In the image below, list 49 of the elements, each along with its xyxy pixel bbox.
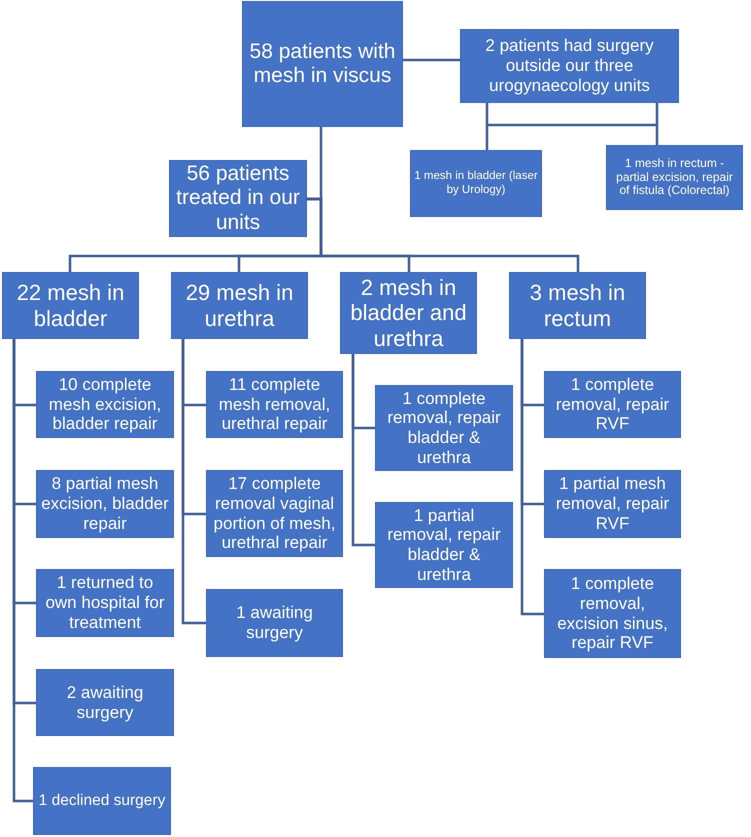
connector-line (520, 339, 544, 616)
process-box (410, 150, 542, 217)
process-box (242, 1, 403, 127)
process-box (36, 569, 174, 637)
box-label: 2 awaiting surgery (66, 682, 144, 722)
process-box (375, 502, 513, 588)
process-box (36, 669, 174, 736)
box-label: 58 patients with mesh in viscus (248, 40, 396, 88)
box-label: 11 complete mesh removal, urethral repair (218, 374, 332, 434)
box-label: 2 patients had surgery outside our three urogynaecology units (484, 36, 655, 96)
box-label: 29 mesh in urethra (184, 280, 294, 332)
box-label: 1 complete removal, repair bladder & urethra (386, 388, 502, 468)
process-box (171, 272, 308, 339)
process-box (33, 767, 171, 835)
process-box (36, 371, 174, 438)
box-label: 3 mesh in rectum (528, 280, 626, 332)
box-label: 1 complete removal, excision sinus, repair RVF (556, 574, 669, 653)
process-box (206, 589, 343, 657)
connector-line (486, 103, 488, 150)
connector-line (352, 354, 375, 546)
process-box (509, 272, 646, 339)
process-box (340, 272, 477, 354)
process-box (375, 385, 513, 471)
connector-line (403, 58, 460, 62)
box-label: 8 partial mesh excision, bladder repair (40, 474, 170, 534)
process-box (606, 145, 743, 210)
box-label: 17 complete removal vaginal portion of mesh, urethral repair (212, 474, 336, 553)
process-box (2, 272, 139, 339)
box-label: 2 mesh in bladder and urethra (349, 274, 468, 352)
process-box (544, 371, 681, 438)
box-label: 1 returned to own hospital for treatment (44, 573, 166, 633)
box-label: 1 declined surgery (38, 792, 166, 810)
box-label: 1 mesh in bladder (laser by Urology) (413, 170, 539, 197)
process-box (206, 470, 343, 557)
process-box (460, 29, 679, 103)
connector-line (12, 339, 33, 802)
process-box (544, 569, 681, 658)
box-label: 56 patients treated in our units (175, 162, 301, 236)
box-label: 1 partial removal, repair bladder & urethra (386, 506, 502, 584)
connector-line (486, 102, 658, 146)
box-label: 1 partial mesh removal, repair RVF (554, 474, 670, 534)
box-label: 1 awaiting surgery (235, 603, 314, 643)
connector-line (182, 339, 206, 624)
process-box (544, 470, 681, 538)
box-label: 1 mesh in rectum - partial excision, repair of fistula (Colorectal) (615, 156, 734, 198)
process-box (206, 371, 343, 438)
box-label: 1 complete removal, repair RVF (554, 374, 670, 434)
box-label: 22 mesh in bladder (16, 280, 126, 332)
box-label: 10 complete mesh excision, bladder repair (48, 374, 162, 434)
